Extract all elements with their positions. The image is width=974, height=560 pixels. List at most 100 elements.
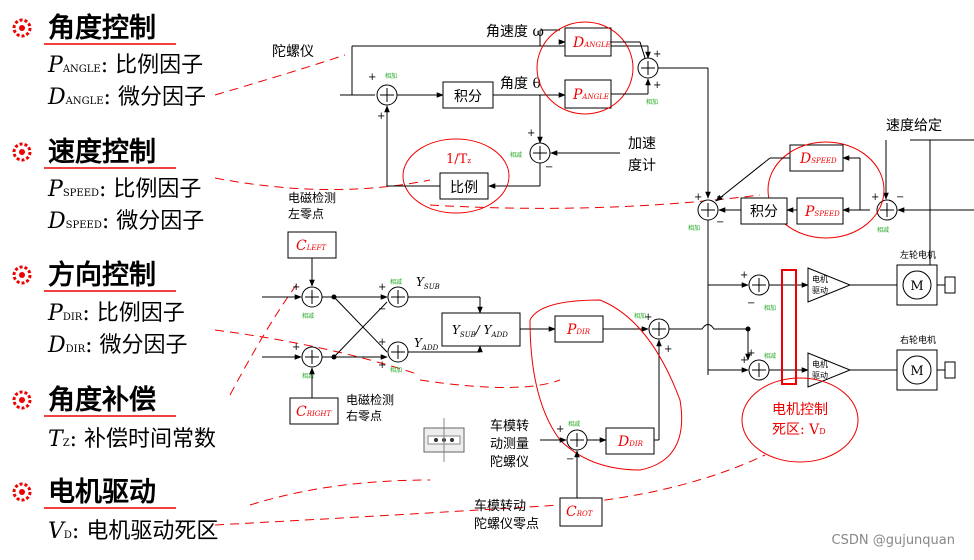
d-speed-label: DSPEED	[799, 151, 837, 167]
svg-text:电机: 电机	[812, 359, 828, 369]
proportional-block	[439, 172, 489, 200]
legend-line: DDIR: 微分因子	[47, 333, 188, 358]
svg-text:电机: 电机	[812, 274, 828, 284]
c-right-block	[289, 397, 339, 425]
svg-text:积分: 积分	[750, 204, 778, 220]
legend-line: DANGLE: 微分因子	[47, 85, 206, 110]
svg-text:−: −	[716, 217, 724, 228]
deadzone-bar	[781, 269, 797, 385]
svg-text:M: M	[910, 364, 923, 379]
c-rot-block	[559, 497, 603, 527]
svg-text:−: −	[566, 454, 574, 465]
legend-title: 角度控制	[48, 12, 156, 44]
svg-text:相减: 相减	[764, 352, 776, 360]
legend-motor-drive: 电机驱动 VD: 电机驱动死区	[12, 477, 218, 544]
svg-text:积分: 积分	[454, 89, 482, 105]
svg-text:相减: 相减	[877, 226, 889, 234]
svg-text:+: +	[644, 312, 652, 323]
d-dir-label: DDIR	[617, 434, 644, 450]
svg-text:相加: 相加	[688, 224, 700, 232]
em-left-label-1: 电磁检测	[288, 190, 336, 205]
legend-angle-compensation: 角度补偿 TZ: 补偿时间常数	[12, 384, 216, 452]
d-angle-block	[564, 27, 612, 57]
svg-text:+: +	[292, 282, 300, 293]
legend-line: DSPEED: 微分因子	[47, 209, 204, 234]
svg-text:相加: 相加	[634, 312, 646, 320]
svg-text:+: +	[694, 192, 702, 203]
y-sub-label: YSUB	[416, 275, 440, 291]
svg-text:驱动: 驱动	[812, 370, 828, 380]
p-speed-label: PSPEED	[804, 204, 840, 220]
angular-velocity-label: 角速度 ω	[486, 24, 544, 40]
integral-block	[442, 81, 494, 109]
em-right-label-1: 电磁检测	[346, 392, 394, 407]
svg-text:+: +	[740, 270, 748, 281]
ratio-label: YSUB/ YADD	[452, 323, 508, 339]
deadzone-label-2: 死区: VD	[772, 422, 826, 438]
c-left-label: CLEFT	[296, 238, 327, 254]
p-speed-block	[796, 197, 844, 225]
bullet-icon	[12, 18, 32, 38]
svg-text:比例: 比例	[450, 180, 478, 196]
yaw-label-3: 陀螺仪	[490, 454, 529, 470]
deadzone-label-1: 电机控制	[772, 402, 828, 418]
y-add-label: YADD	[414, 336, 439, 352]
motor-drive: + − 相加 + + 相减 电机 驱动 电机 驱动 左轮电机 M 右轮电机 M …	[708, 249, 956, 463]
legend-title: 电机驱动	[48, 477, 156, 508]
svg-text:−: −	[378, 304, 386, 315]
speed-loop: 速度给定 + − 相减 PSPEED DSPEED 积分 + − − 相加	[688, 118, 974, 375]
svg-text:相加: 相加	[764, 304, 776, 312]
yaw-zero-label-2: 陀螺仪零点	[474, 516, 539, 532]
svg-text:M: M	[910, 279, 923, 294]
svg-text:−: −	[896, 192, 904, 203]
em-left-label-2: 左零点	[288, 206, 324, 221]
c-rot-label: CROT	[566, 504, 594, 520]
d-dir-block	[605, 427, 655, 455]
legend-angle-control: 角度控制 PANGLE: 比例因子 DANGLE: 微分因子	[12, 12, 206, 110]
svg-text:相减: 相减	[510, 151, 522, 159]
svg-text:+: +	[556, 424, 564, 435]
accel-label-1: 加速	[628, 136, 656, 152]
svg-text:+: +	[747, 348, 755, 359]
svg-text:相减: 相减	[302, 372, 314, 380]
bullet-icon	[12, 482, 32, 502]
motor-amp-right	[807, 352, 852, 388]
svg-text:相加: 相加	[385, 72, 397, 80]
left-motor-label: 左轮电机	[900, 249, 936, 261]
p-dir-label: PDIR	[566, 322, 591, 338]
d-angle-label: DANGLE	[572, 35, 611, 51]
p-dir-block	[554, 315, 604, 343]
legend-line: PSPEED: 比例因子	[47, 177, 201, 202]
svg-text:+: +	[527, 128, 535, 139]
c-right-label: CRIGHT	[296, 404, 332, 420]
angle-label: 角度 θ	[500, 76, 541, 92]
svg-text:+: +	[871, 192, 879, 203]
svg-text:相加: 相加	[646, 98, 658, 106]
svg-text:相减: 相减	[568, 420, 580, 428]
yaw-zero-label-1: 车模转动	[474, 498, 526, 514]
svg-text:+: +	[740, 355, 748, 366]
direction-loop: 电磁检测 左零点 CLEFT + 相减 + 相减 CRIGHT 电磁检测 右零点…	[262, 190, 751, 532]
right-motor-label: 右轮电机	[900, 334, 936, 346]
bullet-icon	[12, 390, 32, 410]
em-right-label-2: 右零点	[346, 408, 382, 423]
bullet-icon	[12, 142, 32, 162]
legend-line: VD: 电机驱动死区	[48, 519, 218, 544]
yaw-label-2: 动测量	[490, 437, 529, 452]
svg-text:相减: 相减	[302, 312, 314, 320]
motor-amp-left	[807, 267, 852, 303]
motor-right-icon	[902, 355, 932, 385]
svg-text:相加: 相加	[390, 366, 402, 374]
svg-text:+: +	[378, 282, 386, 293]
bullet-icon	[12, 265, 32, 285]
integral-block	[740, 197, 788, 225]
motor-left-icon	[902, 270, 932, 300]
svg-text:+: +	[378, 360, 386, 371]
svg-text:+: +	[368, 72, 376, 83]
tz-label: 1/Tz	[446, 152, 471, 167]
svg-text:−: −	[545, 162, 553, 173]
legend-speed-control: 速度控制 PSPEED: 比例因子 DSPEED: 微分因子	[12, 136, 204, 234]
legend-direction-control: 方向控制 PDIR: 比例因子 DDIR: 微分因子	[12, 259, 188, 358]
